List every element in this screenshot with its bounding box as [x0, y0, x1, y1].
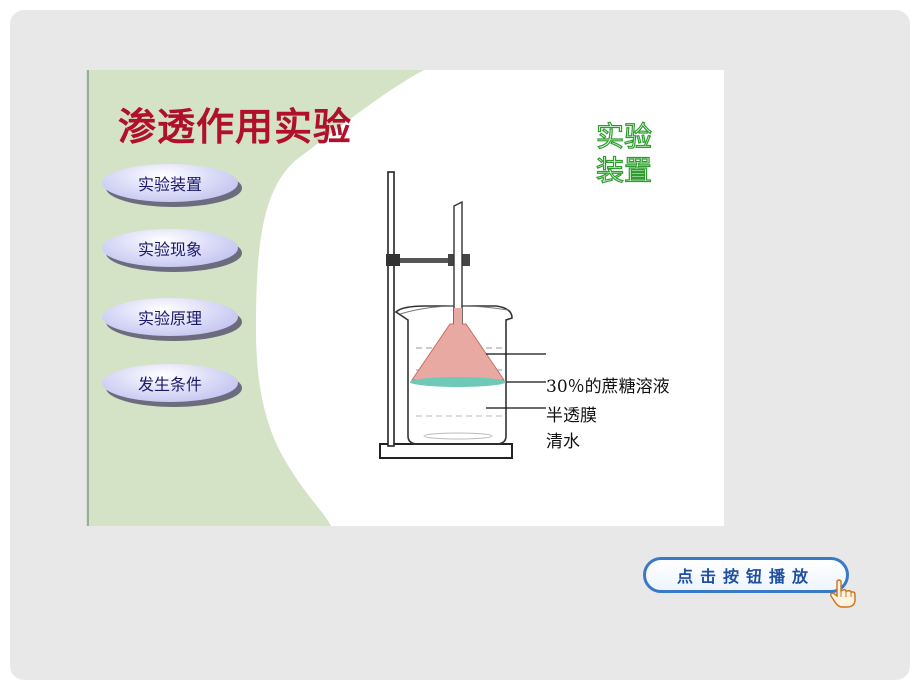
- slide: 渗透作用实验 实验装置 实验现象 实验原理 发生条件 实验装置: [86, 70, 724, 526]
- stand-base: [379, 443, 513, 459]
- menu-button-label: 发生条件: [102, 364, 238, 402]
- clamp-knob: [386, 254, 400, 266]
- stand-rod: [387, 171, 395, 447]
- label-clear-water: 清水: [546, 432, 580, 452]
- menu-button-label: 实验原理: [102, 298, 238, 336]
- beaker: [394, 305, 513, 445]
- menu-button-label: 实验现象: [102, 229, 238, 267]
- menu-button-phenomenon[interactable]: 实验现象: [102, 229, 242, 272]
- osmosis-apparatus-diagram: [379, 171, 546, 459]
- menu-button-principle[interactable]: 实验原理: [102, 298, 242, 341]
- slide-title: 渗透作用实验: [118, 104, 353, 149]
- play-button-label: 点击按钮播放: [676, 567, 815, 586]
- menu-button-label: 实验装置: [102, 164, 238, 202]
- label-semipermeable-membrane: 半透膜: [546, 406, 597, 426]
- clamp-arm: [386, 258, 450, 263]
- label-sucrose-solution: 30％的蔗糖溶液: [546, 377, 670, 397]
- semipermeable-membrane: [410, 377, 506, 387]
- play-button[interactable]: 点击按钮播放: [643, 557, 849, 593]
- menu-button-apparatus[interactable]: 实验装置: [102, 164, 242, 207]
- section-heading: 实验装置: [595, 119, 653, 187]
- pointing-hand-icon[interactable]: [829, 579, 857, 609]
- funnel-sucrose-solution: [411, 323, 505, 381]
- menu-button-conditions[interactable]: 发生条件: [102, 364, 242, 407]
- glass-tube: [453, 200, 463, 325]
- play-control: 点击按钮播放: [643, 557, 863, 609]
